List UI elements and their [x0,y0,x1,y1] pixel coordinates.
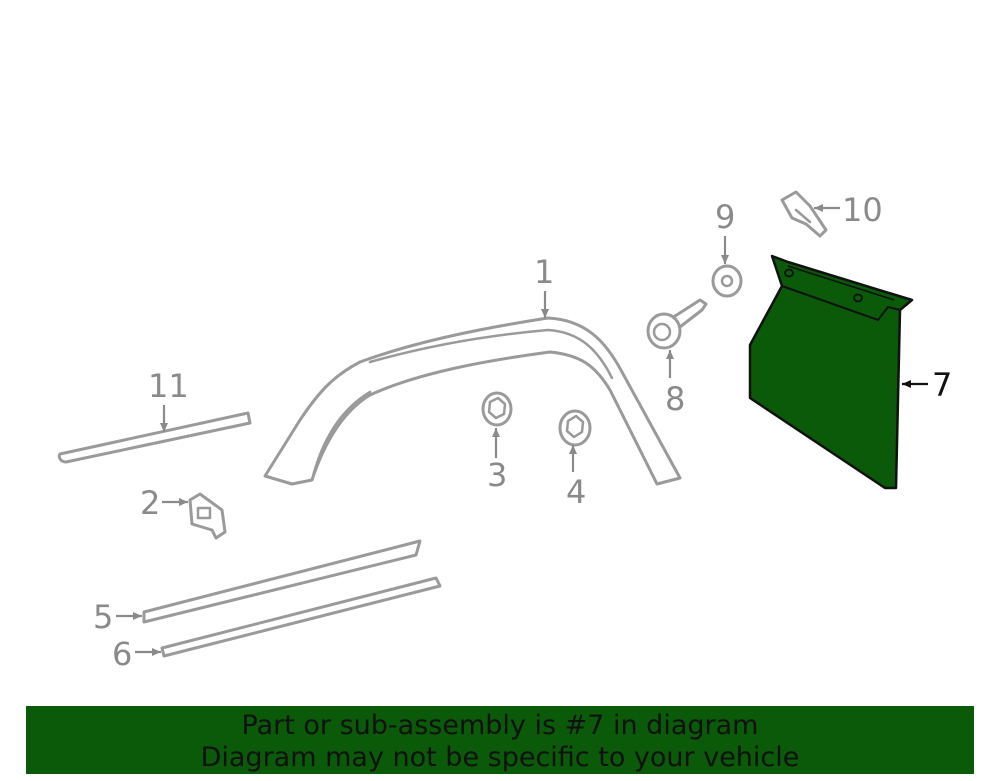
part-1-wheel-opening-flare [263,316,682,486]
part-9-washer [711,264,743,298]
part-4-nut [558,409,592,447]
callout-1: 1 [534,253,554,291]
banner-line-1: Part or sub-assembly is #7 in diagram [241,710,759,741]
callout-2: 2 [140,484,160,522]
part-8-bolt [646,298,708,350]
part-10-bracket [780,190,828,238]
callout-11: 11 [148,367,189,405]
callout-3: 3 [487,456,507,494]
part-2-retainer-clip [188,492,227,540]
part-3-nut [481,391,513,427]
callout-6: 6 [112,635,132,673]
callout-9: 9 [715,198,735,236]
callout-8: 8 [665,380,685,418]
banner-line-2: Diagram may not be specific to your vehi… [200,742,800,773]
notice-banner: Part or sub-assembly is #7 in diagram Di… [26,706,974,774]
part-6-lower-strip [160,576,442,658]
part-7-mud-flap [748,254,914,490]
callout-10: 10 [842,191,883,229]
callout-4: 4 [566,473,586,511]
part-11-trim-strip [57,411,252,464]
part-5-rocker-moulding [142,539,422,624]
callout-5: 5 [93,598,113,636]
callout-7: 7 [932,366,952,404]
